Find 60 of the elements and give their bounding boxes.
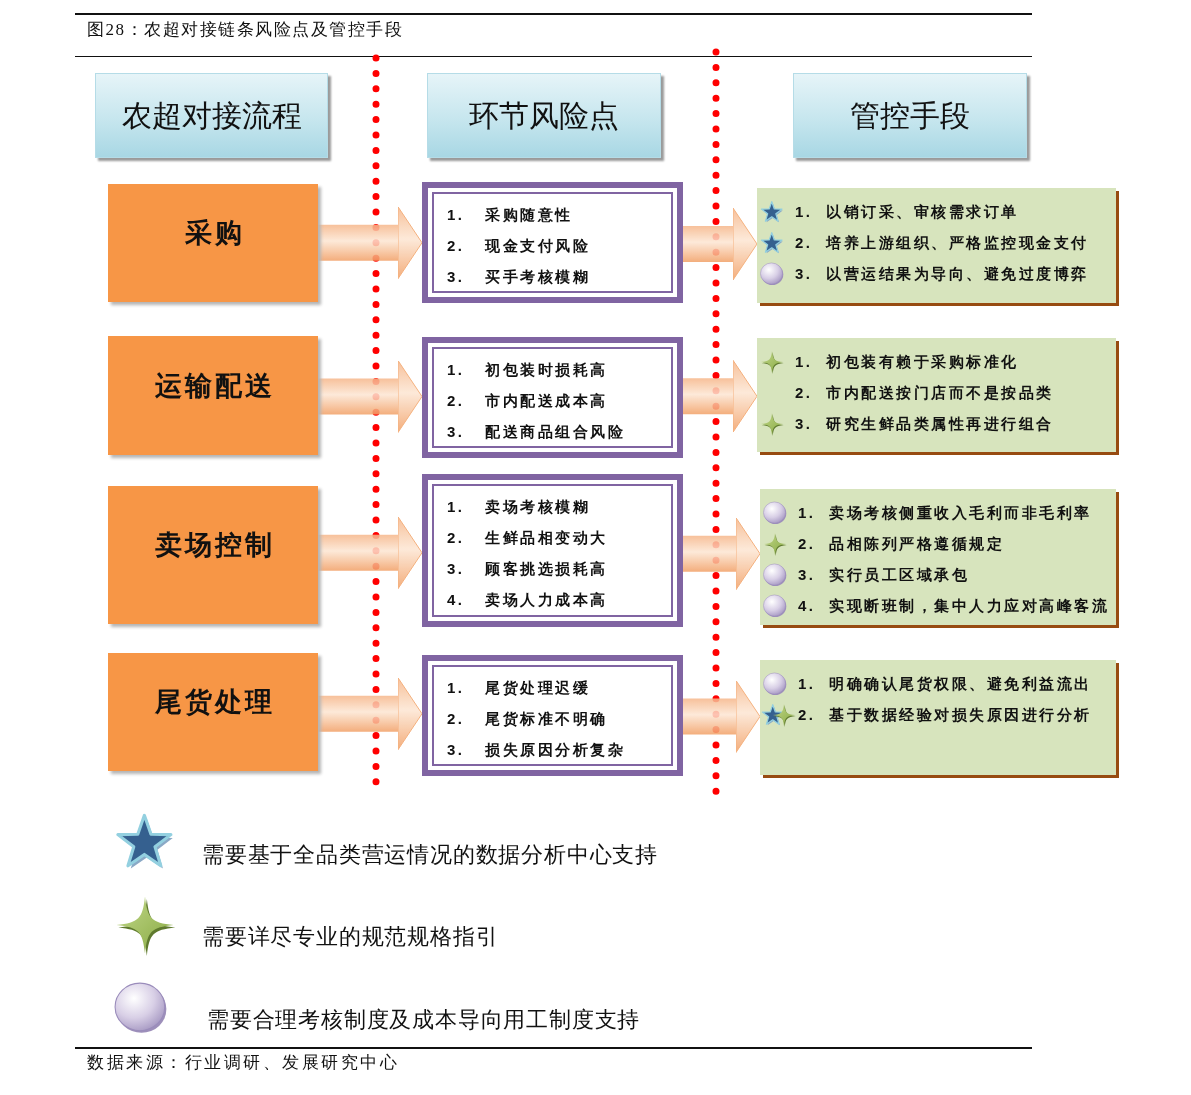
block-arrow (318, 516, 423, 590)
risk-list-box (422, 474, 683, 627)
block-arrow (318, 206, 423, 280)
header-title: 农超对接流程 (121, 97, 302, 134)
stage-label: 运输配送 (154, 369, 275, 403)
list-item: 2. 现金支付风险 (447, 236, 592, 256)
block-arrow (318, 360, 423, 433)
list-item: 3. 实行员工区域承包 (798, 565, 971, 585)
header-box (427, 73, 661, 158)
legend-label: 需要基于全品类营运情况的数据分析中心支持 (202, 841, 658, 869)
block-arrow (683, 207, 758, 281)
header-box (793, 73, 1027, 158)
list-item: 3. 以营运结果为导向、避免过度博弈 (795, 264, 1090, 284)
stage-label: 尾货处理 (154, 686, 275, 719)
legend-label: 需要详尽专业的规范规格指引 (202, 923, 499, 951)
list-item: 3. 研究生鲜品类属性再进行组合 (795, 414, 1055, 434)
list-item: 3. 顾客挑选损耗高 (447, 559, 609, 579)
list-item: 2. 培养上游组织、严格监控现金支付 (795, 233, 1090, 253)
list-item: 1. 卖场考核模糊 (447, 497, 592, 517)
figure-title: 图28：农超对接链条风险点及管控手段 (87, 19, 403, 41)
list-item: 1. 尾货处理迟缓 (447, 678, 592, 698)
list-item: 1. 卖场考核侧重收入毛利而非毛利率 (798, 503, 1093, 523)
stage-box (108, 336, 318, 455)
block-arrow (683, 680, 761, 753)
list-item: 2. 生鲜品相变动大 (447, 528, 609, 548)
list-item: 3. 损失原因分析复杂 (447, 740, 627, 760)
list-item: 1. 初包装时损耗高 (447, 360, 609, 380)
stage-label: 采购 (184, 217, 245, 250)
header-box (95, 73, 328, 158)
list-item: 3. 买手考核模糊 (447, 267, 592, 287)
block-arrow (683, 517, 761, 591)
list-item: 2. 市内配送成本高 (447, 391, 609, 411)
header-title: 管控手段 (850, 97, 970, 134)
list-item: 1. 采购随意性 (447, 205, 574, 225)
list-item: 4. 实现断班制，集中人力应对高峰客流 (798, 596, 1111, 616)
stage-box (108, 486, 318, 624)
risk-list-box (422, 337, 683, 458)
risk-list-box (422, 182, 683, 303)
list-item: 4. 卖场人力成本高 (447, 590, 609, 610)
list-item: 3. 配送商品组合风险 (447, 422, 627, 442)
list-item: 1. 以销订采、审核需求订单 (795, 202, 1020, 222)
list-item: 1. 明确确认尾货权限、避免利益流出 (798, 674, 1093, 694)
measure-list-box (757, 338, 1116, 452)
stage-label: 卖场控制 (154, 529, 275, 562)
stage-box (108, 653, 318, 771)
measure-list-box (757, 188, 1116, 303)
measure-list-box (760, 489, 1116, 625)
stage-box (108, 184, 318, 302)
block-arrow (683, 359, 758, 433)
source-note: 数据来源：行业调研、发展研究中心 (87, 1052, 399, 1074)
legend-label: 需要合理考核制度及成本导向用工制度支持 (207, 1006, 641, 1034)
list-item: 2. 市内配送按门店而不是按品类 (795, 383, 1055, 403)
list-item: 1. 初包装有赖于采购标准化 (795, 352, 1020, 372)
list-item: 2. 品相陈列严格遵循规定 (798, 534, 1006, 554)
measure-list-box (760, 660, 1116, 775)
header-title: 环节风险点 (469, 97, 619, 134)
risk-list-box (422, 655, 683, 776)
list-item: 2. 尾货标准不明确 (447, 709, 609, 729)
list-item: 2. 基于数据经验对损失原因进行分析 (798, 705, 1093, 725)
block-arrow (318, 677, 423, 751)
